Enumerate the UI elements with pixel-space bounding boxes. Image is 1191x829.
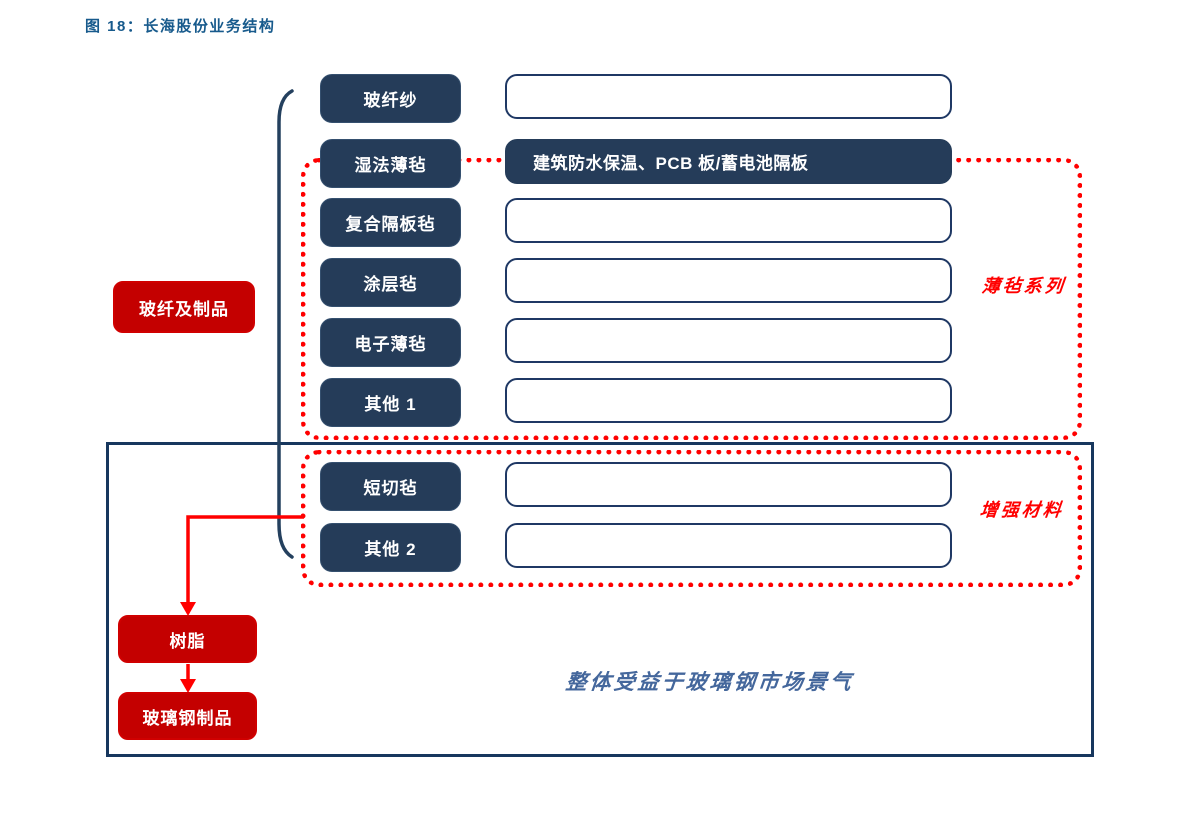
product-row: 复合隔板毡: [0, 198, 1191, 247]
product-box: 其他 1: [320, 378, 461, 427]
product-box: 湿法薄毡: [320, 139, 461, 188]
product-box: 短切毡: [320, 462, 461, 511]
product-row: 电子薄毡: [0, 318, 1191, 367]
figure-title: 图 18：长海股份业务结构: [85, 18, 276, 35]
bottom-note: 整体受益于玻璃钢市场景气: [564, 669, 856, 694]
product-row: 其他 2: [0, 523, 1191, 572]
resin-node: 树脂: [118, 615, 257, 663]
lower-section-frame: [106, 442, 1094, 757]
glass-fiber-products-node: 玻纤及制品: [113, 281, 255, 333]
application-box: [505, 258, 952, 303]
product-row: 短切毡: [0, 462, 1191, 511]
product-box: 复合隔板毡: [320, 198, 461, 247]
reinforcement-materials-label: 增强材料: [978, 500, 1065, 521]
frp-products-node: 玻璃钢制品: [118, 692, 257, 740]
thin-felt-series-label: 薄毡系列: [980, 276, 1067, 297]
product-row: 玻纤纱: [0, 74, 1191, 123]
product-box: 涂层毡: [320, 258, 461, 307]
application-box: [505, 378, 952, 423]
product-box: 其他 2: [320, 523, 461, 572]
product-row: 涂层毡: [0, 258, 1191, 307]
application-box: 建筑防水保温、PCB 板/蓄电池隔板: [505, 139, 952, 184]
product-row: 其他 1: [0, 378, 1191, 427]
application-box: [505, 318, 952, 363]
application-box: [505, 462, 952, 507]
product-box: 玻纤纱: [320, 74, 461, 123]
application-box: [505, 74, 952, 119]
product-row: 湿法薄毡 建筑防水保温、PCB 板/蓄电池隔板: [0, 139, 1191, 188]
product-box: 电子薄毡: [320, 318, 461, 367]
application-box: [505, 523, 952, 568]
application-box: [505, 198, 952, 243]
